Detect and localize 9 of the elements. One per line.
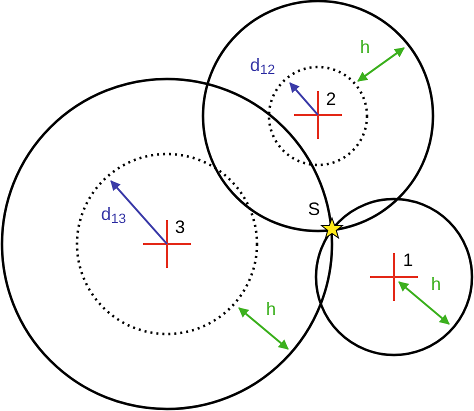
label: d$_{13}$ <box>101 205 126 223</box>
label: h <box>360 38 370 56</box>
label: 3 <box>175 218 186 236</box>
label: S <box>308 200 320 218</box>
label: 1 <box>403 251 414 269</box>
label: h <box>266 300 276 318</box>
label: d$_{12}$ <box>250 56 276 74</box>
label: h <box>431 275 442 293</box>
label: 2 <box>326 90 336 108</box>
